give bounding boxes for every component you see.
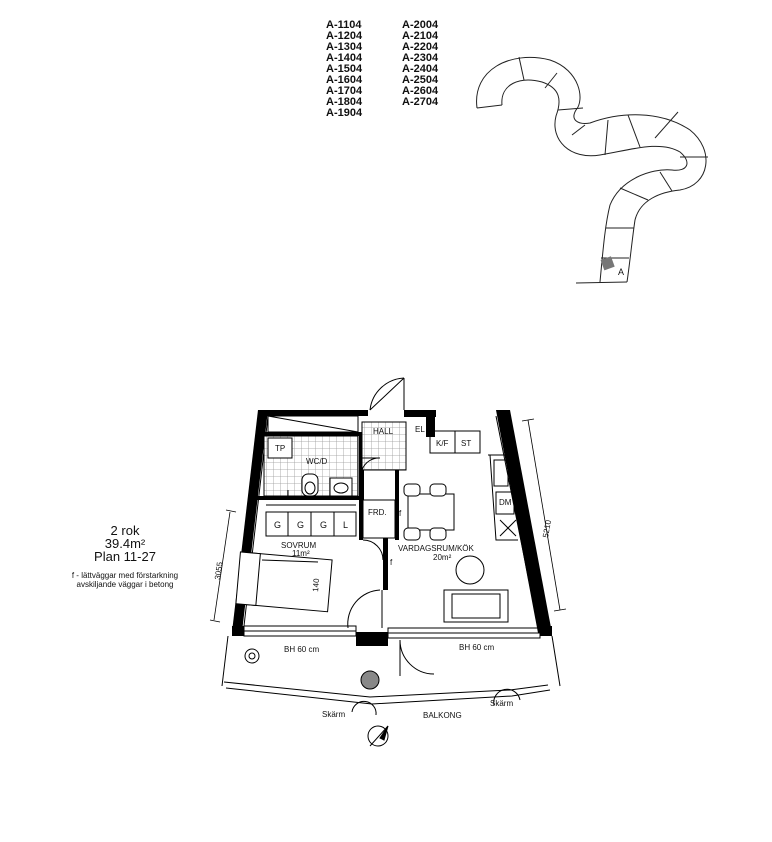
unit-number: A-1604 xyxy=(326,74,363,86)
north-arrow xyxy=(367,725,389,747)
doors xyxy=(347,377,435,676)
label-kf: K/F xyxy=(436,439,449,448)
label-skarm-left: Skärm xyxy=(322,710,345,719)
label-skarm-right: Skärm xyxy=(490,699,513,708)
wc-fixtures xyxy=(267,437,353,497)
dining-table xyxy=(407,493,455,531)
dimensions xyxy=(209,418,567,623)
unit-number: A-2504 xyxy=(402,74,439,86)
unit-number: A-1804 xyxy=(326,96,363,108)
unit-number: A-1704 xyxy=(326,85,363,97)
balcony-table xyxy=(244,648,260,664)
label-tp: TP xyxy=(275,444,285,453)
wardrobe-label: L xyxy=(343,520,348,530)
unit-number: A-1504 xyxy=(326,63,363,75)
wall-note-2: avskiljande väggar i betong xyxy=(76,580,174,589)
unit-number: A-2004 xyxy=(402,19,439,31)
wardrobe-labels: G G G L xyxy=(274,520,348,530)
balcony xyxy=(221,635,561,716)
unit-number: A-1904 xyxy=(326,107,363,119)
unit-number: A-1304 xyxy=(326,41,363,53)
plant-icon xyxy=(360,670,380,690)
label-sovrum: SOVRUM xyxy=(281,541,316,550)
bed xyxy=(235,551,333,613)
label-wcd: WC/D xyxy=(306,457,328,466)
label-el: EL xyxy=(415,425,425,434)
thin-walls xyxy=(243,415,541,639)
living-furniture xyxy=(403,483,509,623)
tp-box xyxy=(267,437,293,459)
unit-number: A-1104 xyxy=(326,19,362,31)
unit-number: A-2204 xyxy=(402,41,439,53)
coffee-table xyxy=(455,555,485,585)
label-bed-size: 140 xyxy=(311,578,321,593)
label-dm: DM xyxy=(499,498,512,507)
unit-number: A-2104 xyxy=(402,30,439,42)
label-bh-right: BH 60 cm xyxy=(459,643,494,652)
unit-area: 39.4m² xyxy=(104,536,146,551)
unit-type: 2 rok xyxy=(110,523,140,538)
wardrobe-label: G xyxy=(297,520,304,530)
dim-right: 5210 xyxy=(541,519,553,539)
label-hall: HALL xyxy=(373,427,394,436)
label-wall-f2: f xyxy=(390,558,393,567)
unit-number: A-2604 xyxy=(402,85,439,97)
label-frd: FRD. xyxy=(368,508,387,517)
dim-left: 3055 xyxy=(213,561,224,580)
wardrobe-label: G xyxy=(274,520,281,530)
label-vardagsrum: VARDAGSRUM/KÖK xyxy=(398,544,475,553)
unit-number: A-1404 xyxy=(326,52,363,64)
unit-info: 2 rok 39.4m² Plan 11-27 f - lättväggar m… xyxy=(40,524,210,589)
unit-number: A-2704 xyxy=(402,96,439,108)
wall-note-1: f - lättväggar med förstarkning xyxy=(71,571,179,580)
label-bh-left: BH 60 cm xyxy=(284,645,319,654)
label-wall-f1: f xyxy=(399,509,402,518)
unit-number: A-2404 xyxy=(402,63,439,75)
label-st: ST xyxy=(461,439,471,448)
unit-floors: Plan 11-27 xyxy=(94,549,156,564)
wardrobe-label: G xyxy=(320,520,327,530)
label-sovrum-area: 11m² xyxy=(292,549,310,558)
label-vardagsrum-area: 20m² xyxy=(433,553,452,562)
label-balkong: BALKONG xyxy=(423,711,462,720)
unit-number: A-1204 xyxy=(326,30,363,42)
unit-number: A-2304 xyxy=(402,52,439,64)
